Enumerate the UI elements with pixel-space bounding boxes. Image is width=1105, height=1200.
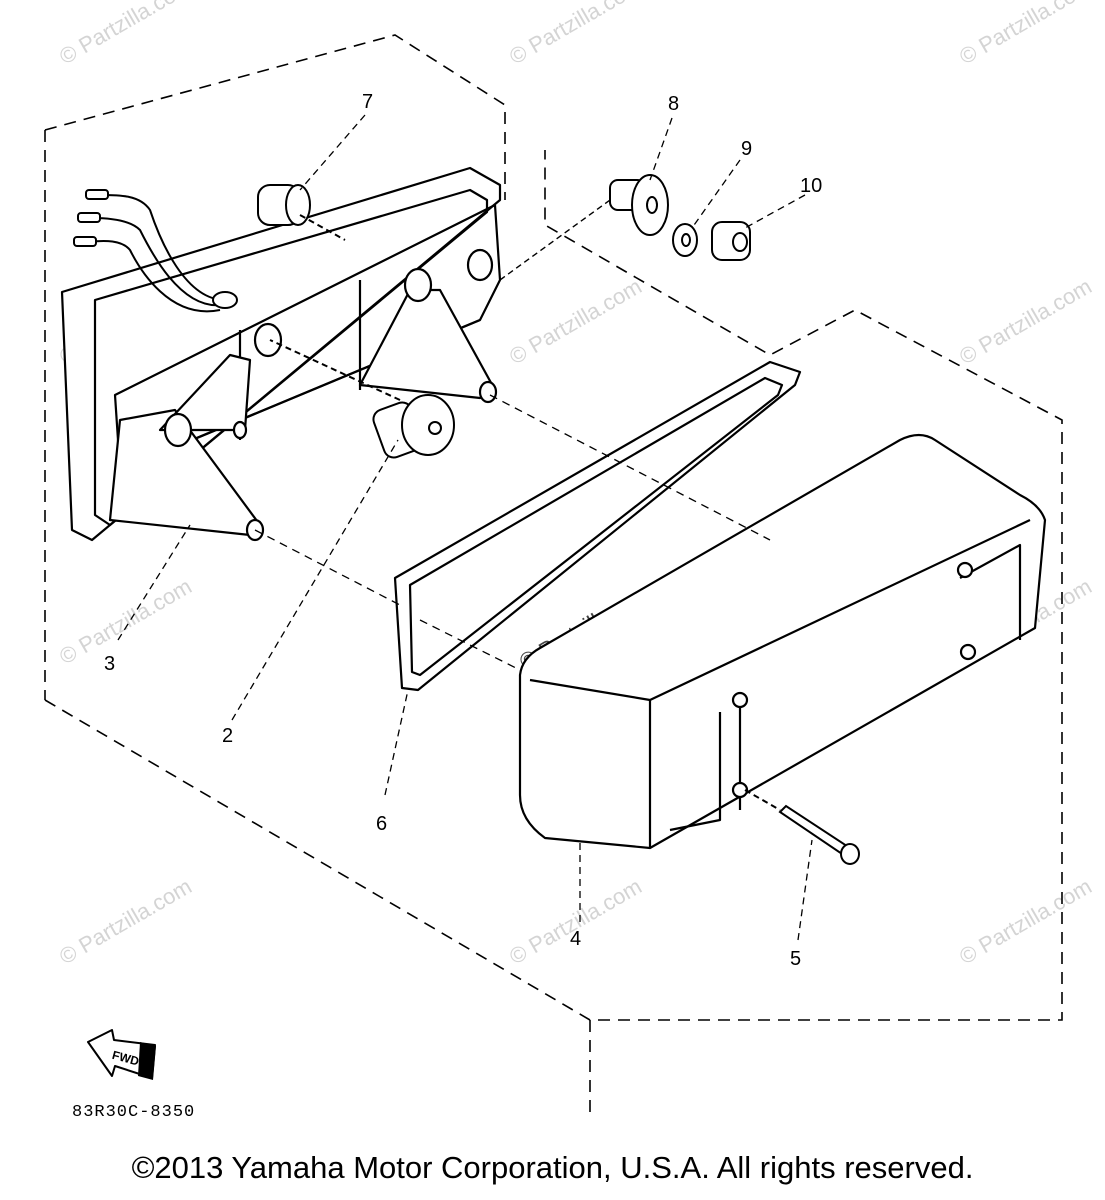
wiring-harness <box>73 189 238 313</box>
watermark: © Partzilla.com <box>505 874 646 970</box>
callout-10: 10 <box>800 175 822 197</box>
callout-3: 3 <box>104 653 115 675</box>
collar-washer <box>609 174 669 236</box>
watermark: © Partzilla.com <box>55 574 196 670</box>
parts-diagram: © Partzilla.com © Partzilla.com © Partzi… <box>44 0 1096 1122</box>
callout-4: 4 <box>570 928 581 950</box>
diagram-code: 83R30C-8350 <box>72 1103 195 1122</box>
callout-5: 5 <box>790 948 801 970</box>
watermark: © Partzilla.com <box>955 874 1096 970</box>
watermark: © Partzilla.com <box>955 0 1096 69</box>
watermark: © Partzilla.com <box>955 274 1096 370</box>
alignment-lines <box>254 394 771 671</box>
forward-arrow: FWD <box>87 1029 156 1080</box>
watermark: © Partzilla.com <box>505 274 646 370</box>
bulb <box>269 339 455 459</box>
callouts: 7 8 9 10 3 2 6 4 5 <box>104 91 822 970</box>
copyright-notice: ©2013 Yamaha Motor Corporation, U.S.A. A… <box>131 1150 974 1185</box>
callout-7: 7 <box>362 91 373 113</box>
taillight-housing <box>60 166 502 542</box>
lens <box>518 433 1047 850</box>
watermark: © Partzilla.com <box>55 874 196 970</box>
callout-9: 9 <box>741 138 752 160</box>
leader-lines <box>117 114 813 941</box>
assembly-boundary <box>44 34 1063 1115</box>
watermark: © Partzilla.com <box>55 0 196 69</box>
lock-washer <box>672 223 698 257</box>
callout-2: 2 <box>222 725 233 747</box>
nut <box>711 221 751 261</box>
callout-6: 6 <box>376 813 387 835</box>
callout-8: 8 <box>668 93 679 115</box>
gasket <box>393 360 802 692</box>
grommet <box>257 184 346 241</box>
screw <box>744 789 860 865</box>
watermark: © Partzilla.com <box>505 0 646 69</box>
forward-label: FWD <box>111 1048 141 1069</box>
